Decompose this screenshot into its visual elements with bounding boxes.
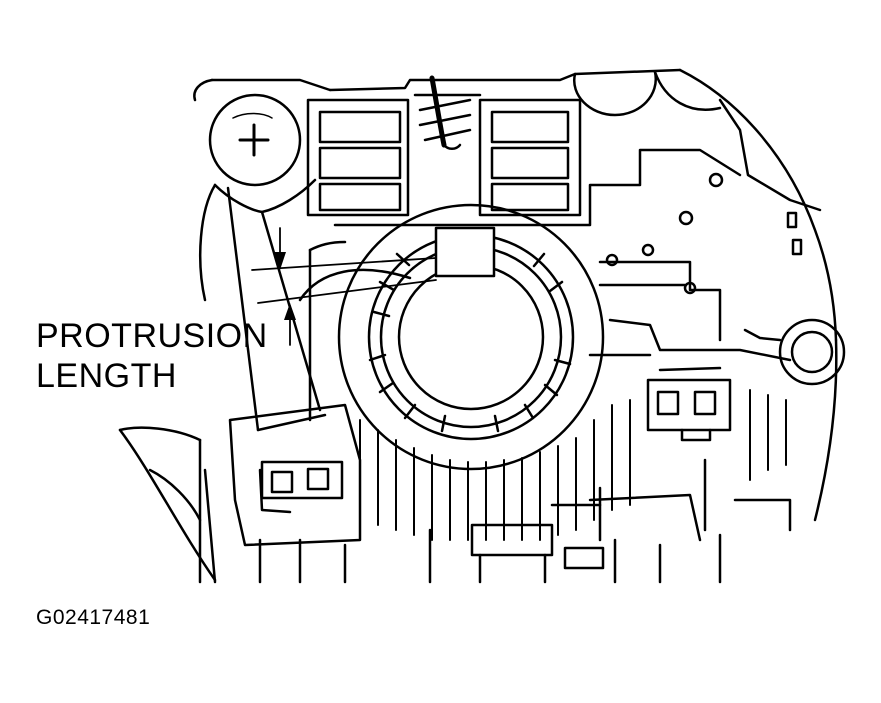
cooling-fins [359, 389, 787, 541]
protrusion-length-label: PROTRUSION LENGTH [36, 316, 268, 396]
callout-line-2: LENGTH [36, 357, 177, 395]
brush [434, 226, 496, 278]
mounting-holes [605, 172, 803, 295]
mounting-screw [208, 93, 317, 214]
figure-id: G02417481 [36, 606, 151, 629]
terminal-block-upper-right [478, 98, 582, 217]
terminal-block-upper-left [306, 98, 410, 217]
connector-left [228, 403, 362, 547]
protrusion-length-measurement [251, 227, 437, 346]
callout-line-1: PROTRUSION [36, 317, 268, 355]
connector-right [646, 366, 732, 442]
right-mounting-hole [743, 318, 846, 386]
center-spring-clip [413, 75, 482, 150]
top-right-boss [572, 70, 722, 117]
housing-plate [308, 148, 792, 422]
lower-frame [198, 438, 722, 584]
housing-outline [118, 68, 838, 582]
bottom-terminals [203, 458, 792, 584]
